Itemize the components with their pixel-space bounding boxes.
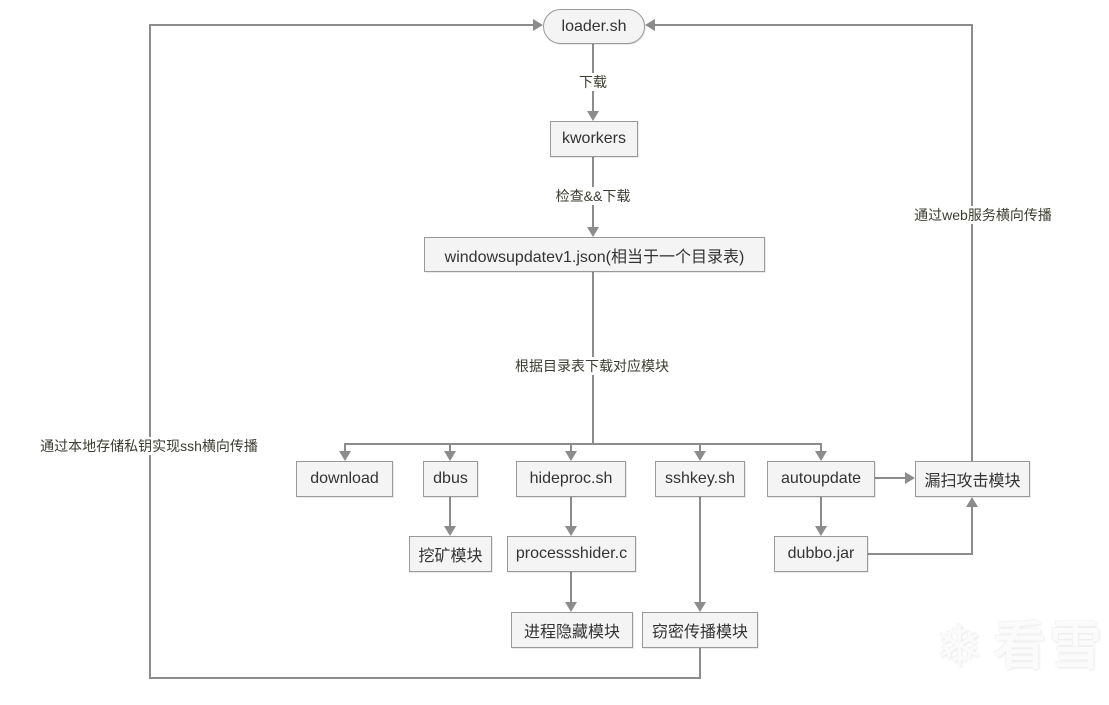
edge-left-vertical <box>149 24 151 679</box>
arrowhead-into-processhide <box>565 602 577 612</box>
node-sshkey-sh: sshkey.sh <box>655 461 745 497</box>
edge-drop-dbus <box>449 445 451 451</box>
edge-drop-hideproc <box>570 445 572 451</box>
arrowhead-into-windowsupdate <box>587 227 599 237</box>
edge-sshkey-steal <box>699 497 701 602</box>
edge-top-left <box>150 24 534 26</box>
snowflake-icon: ❄ <box>935 614 984 679</box>
arrowhead-into-processhider <box>565 526 577 536</box>
node-vuln-scan-module: 漏扫攻击模块 <box>915 461 1030 497</box>
arrowhead-into-dbus <box>444 451 456 461</box>
node-dubbo-jar: dubbo.jar <box>774 536 868 572</box>
edge-drop-sshkey <box>699 445 701 451</box>
edge-label-web-lateral: 通过web服务横向传播 <box>910 206 1056 224</box>
edge-bottom <box>149 677 701 679</box>
arrowhead-into-mining <box>444 526 456 536</box>
edge-autoupdate-dubbo <box>820 497 822 526</box>
node-autoupdate: autoupdate <box>767 461 875 497</box>
edge-steal-down <box>699 648 701 679</box>
arrowhead-into-vulnscan-bottom <box>966 497 978 507</box>
edge-drop-autoupdate <box>820 445 822 451</box>
node-processhider-c: processshider.c <box>507 536 636 572</box>
node-windowsupdate-json: windowsupdatev1.json(相当于一个目录表) <box>424 237 765 272</box>
node-process-hide-module: 进程隐藏模块 <box>511 612 633 648</box>
edge-label-ssh-lateral: 通过本地存储私钥实现ssh横向传播 <box>36 437 262 455</box>
edge-dbus-mining <box>449 497 451 526</box>
arrowhead-into-loader-right <box>645 19 655 31</box>
arrowhead-into-dubbo <box>815 526 827 536</box>
arrowhead-into-loader-left <box>533 19 543 31</box>
arrowhead-into-steal <box>694 602 706 612</box>
arrowhead-into-autoupdate <box>815 451 827 461</box>
edge-top-right <box>655 24 972 26</box>
watermark-text: 看雪 <box>993 618 1106 676</box>
node-download: download <box>296 461 393 497</box>
kanxue-watermark: ❄ 看雪 <box>935 614 1106 679</box>
arrowhead-into-sshkey <box>694 451 706 461</box>
edge-dubbo-up-vulnscan <box>971 507 973 554</box>
node-mining-module: 挖矿模块 <box>409 536 492 572</box>
arrowhead-into-download <box>339 451 351 461</box>
edge-branch-bar <box>344 443 822 445</box>
edge-vulnscan-up <box>971 24 973 461</box>
arrowhead-into-hideproc <box>565 451 577 461</box>
edge-dubbo-right <box>868 553 973 555</box>
node-hideproc-sh: hideproc.sh <box>516 461 626 497</box>
node-steal-spread-module: 窃密传播模块 <box>642 612 758 648</box>
node-kworkers: kworkers <box>550 121 638 157</box>
edge-drop-download <box>344 445 346 451</box>
edge-label-download: 下载 <box>575 73 611 91</box>
edge-processhider-processhide <box>570 572 572 602</box>
arrowhead-into-kworkers <box>587 111 599 121</box>
edge-label-download-modules-by-catalog: 根据目录表下载对应模块 <box>511 357 673 375</box>
edge-label-check-and-download: 检查&&下载 <box>551 187 635 205</box>
arrowhead-into-vulnscan-left <box>905 472 915 484</box>
node-loader-sh: loader.sh <box>543 9 645 44</box>
edge-hideproc-processhider <box>570 497 572 526</box>
edge-autoupdate-vulnscan <box>875 477 905 479</box>
node-dbus: dbus <box>423 461 478 497</box>
